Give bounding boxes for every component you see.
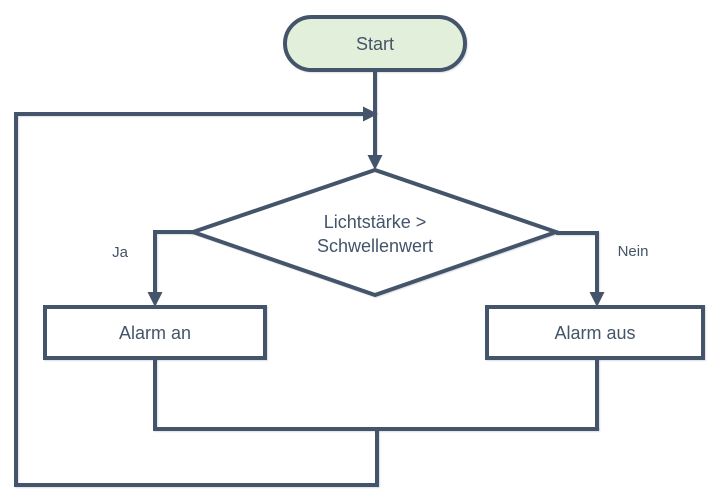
yes-branch-label: Ja bbox=[112, 244, 129, 261]
process-node-alarm-off bbox=[485, 305, 705, 360]
alarm-on-label: Alarm an bbox=[119, 323, 191, 343]
loop-back-arrowhead-icon bbox=[363, 106, 378, 122]
no-branch-edge bbox=[556, 231, 599, 299]
start-node-label: Start bbox=[356, 34, 394, 54]
loop-back-edge bbox=[14, 112, 379, 487]
alarm-off-in-arrowhead-icon bbox=[589, 292, 605, 307]
alarm-off-label: Alarm aus bbox=[554, 323, 635, 343]
yes-branch-edge bbox=[153, 230, 193, 299]
decision-in-arrowhead-icon bbox=[367, 155, 383, 170]
start-node bbox=[283, 15, 467, 72]
process-node-alarm-on bbox=[43, 305, 267, 360]
no-branch-label: Nein bbox=[618, 243, 649, 260]
decision-label-line2: Schwellenwert bbox=[317, 236, 433, 256]
alarm-on-in-arrowhead-icon bbox=[147, 292, 163, 307]
decision-label-line1: Lichtstärke > bbox=[324, 212, 427, 232]
decision-node bbox=[186, 167, 563, 298]
